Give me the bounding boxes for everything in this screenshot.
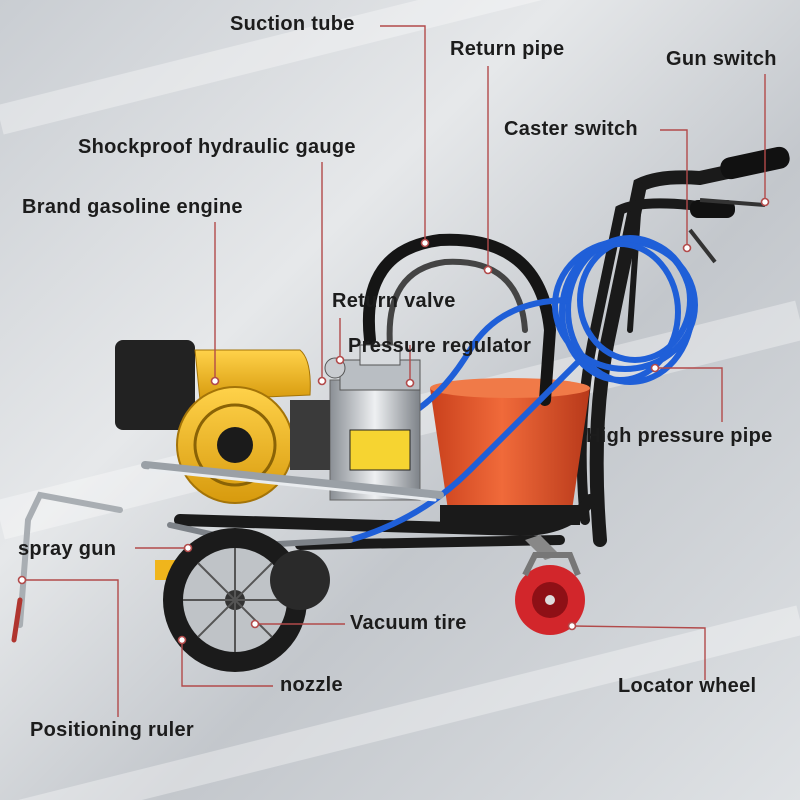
dot-shockproof-gauge [317, 376, 327, 386]
dot-caster-switch [682, 243, 692, 253]
dot-brand-engine [210, 376, 220, 386]
label-brand-gasoline-engine: Brand gasoline engine [22, 196, 243, 218]
label-nozzle: nozzle [280, 674, 343, 696]
leader-high-pressure-pipe [655, 367, 723, 422]
dot-spray-gun [183, 543, 193, 553]
high-pressure-hose-coil [349, 235, 698, 543]
paint-bucket [430, 378, 590, 525]
label-high-pressure-pipe: High pressure pipe [586, 425, 773, 447]
leader-positioning-ruler [22, 579, 119, 717]
handle-grip-lower [690, 200, 735, 218]
spray-gun-arm [11, 461, 444, 643]
dot-pressure-regulator [405, 378, 415, 388]
label-locator-wheel: Locator wheel [618, 675, 757, 697]
dot-high-pressure-pipe [650, 363, 660, 373]
gun-switch-lever [699, 198, 766, 207]
label-shockproof-hydraulic-gauge: Shockproof hydraulic gauge [78, 136, 356, 158]
dot-locator-wheel [567, 621, 577, 631]
dot-return-pipe [483, 265, 493, 275]
label-spray-gun: spray gun [18, 538, 117, 560]
leader-lines [22, 25, 766, 717]
label-return-valve: Return valve [332, 290, 456, 312]
label-caster-switch: Caster switch [504, 118, 638, 140]
caster-switch-lever [688, 228, 717, 264]
dot-gun-switch [760, 197, 770, 207]
label-suction-tube: Suction tube [230, 13, 355, 35]
vacuum-tire [163, 528, 330, 672]
label-vacuum-tire: Vacuum tire [350, 612, 467, 634]
dot-return-valve [335, 355, 345, 365]
pump-assembly [324, 344, 421, 501]
label-pressure-regulator: Pressure regulator [348, 335, 532, 357]
handle-grip-top [720, 146, 790, 180]
leader-endpoints [17, 197, 770, 645]
label-gun-switch: Gun switch [666, 48, 777, 70]
dot-vacuum-tire [250, 619, 260, 629]
leader-locator-wheel [571, 625, 706, 680]
label-return-pipe: Return pipe [450, 38, 565, 60]
dot-suction-tube [420, 238, 430, 248]
dot-nozzle [177, 635, 187, 645]
leader-nozzle [181, 640, 273, 687]
locator-caster-wheel [515, 535, 585, 635]
black-hoses [362, 233, 557, 406]
dot-positioning-ruler [17, 575, 27, 585]
leader-suction-tube [380, 25, 426, 243]
label-positioning-ruler: Positioning ruler [30, 719, 194, 741]
leader-caster-switch [660, 129, 688, 248]
